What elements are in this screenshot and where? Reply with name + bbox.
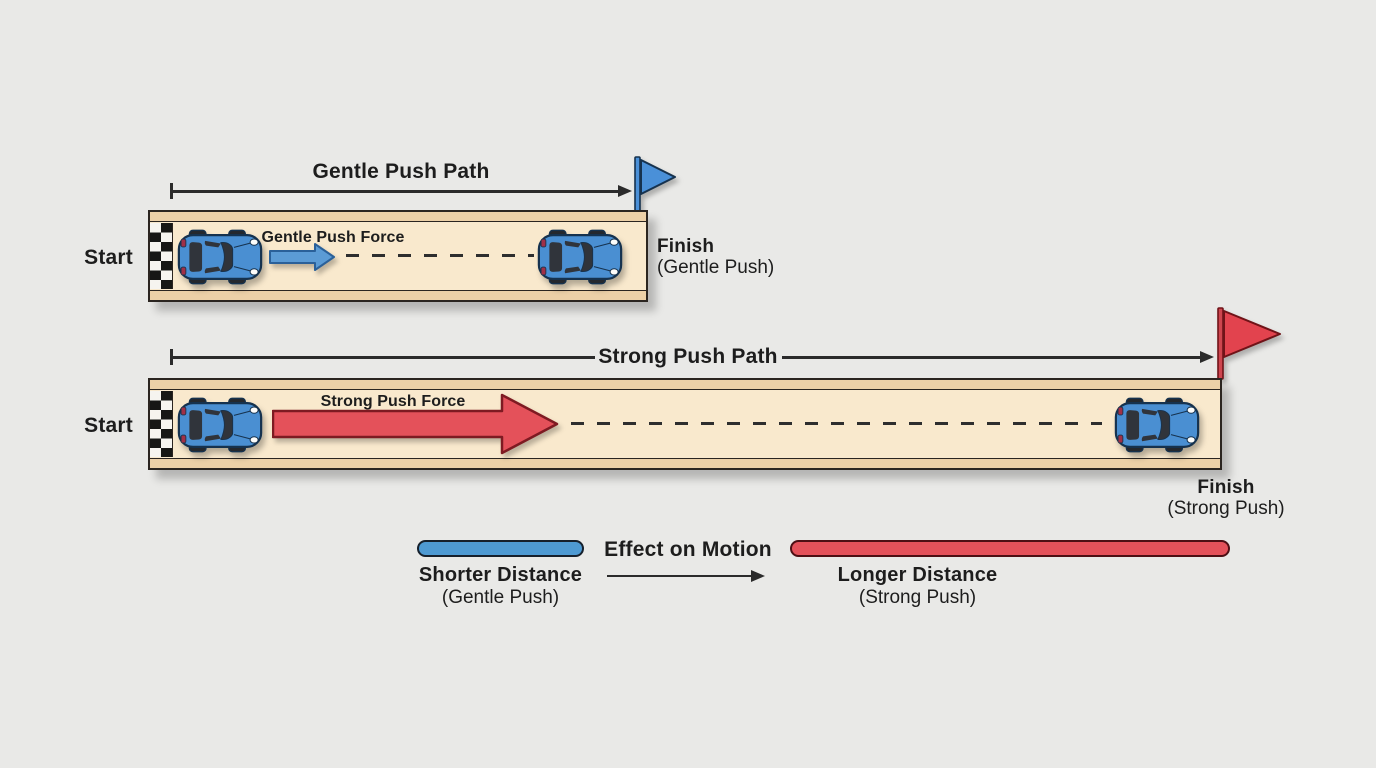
legend-title: Effect on Motion — [604, 538, 772, 561]
gentle-force-arrow-icon — [269, 243, 335, 271]
gentle-path-title: Gentle Push Path — [312, 160, 490, 183]
gentle-finish-flag-icon — [634, 156, 676, 214]
strong-start-label: Start — [84, 414, 133, 437]
toy-car-icon — [176, 229, 264, 285]
shorter-distance-label: Shorter Distance — [418, 564, 583, 586]
gentle-finish-label: Finish — [657, 236, 715, 257]
strong-force-arrow-icon — [272, 393, 559, 455]
strong-path-title: Strong Push Path — [598, 345, 778, 368]
track-bottom-edge — [150, 290, 646, 300]
longer-distance-bar-icon — [790, 540, 1230, 557]
gentle-motion-dashed-path — [346, 253, 534, 257]
strong-distance-line-right — [782, 356, 1202, 359]
longer-distance-label: Longer Distance — [837, 564, 998, 586]
gentle-distance-arrowhead-icon — [618, 184, 632, 197]
gentle-distance-line — [171, 190, 619, 193]
legend-arrow-line — [607, 575, 753, 578]
gentle-force-label: Gentle Push Force — [261, 229, 405, 246]
track-bottom-edge — [150, 458, 1220, 468]
gentle-start-label: Start — [84, 246, 133, 269]
toy-car-icon — [176, 397, 264, 453]
strong-finish-flag-icon — [1217, 307, 1281, 380]
shorter-distance-bar-icon — [417, 540, 584, 557]
start-line-checkered-strip — [150, 222, 173, 290]
start-line-checkered-strip — [150, 390, 173, 458]
track-top-edge — [150, 212, 646, 222]
shorter-distance-sublabel: (Gentle Push) — [441, 587, 560, 608]
toy-car-icon — [1113, 397, 1201, 453]
strong-motion-dashed-path — [571, 421, 1102, 425]
track-top-edge — [150, 380, 1220, 390]
strong-finish-label: Finish — [1197, 477, 1255, 498]
legend-arrowhead-icon — [751, 569, 765, 582]
gentle-finish-sublabel: (Gentle Push) — [657, 257, 775, 278]
strong-distance-line-left — [171, 356, 595, 359]
strong-track — [148, 378, 1222, 470]
longer-distance-sublabel: (Strong Push) — [858, 587, 977, 608]
strong-finish-sublabel: (Strong Push) — [1167, 498, 1285, 519]
strong-force-label: Strong Push Force — [320, 393, 466, 410]
strong-distance-arrowhead-icon — [1200, 350, 1214, 363]
toy-car-icon — [536, 229, 624, 285]
